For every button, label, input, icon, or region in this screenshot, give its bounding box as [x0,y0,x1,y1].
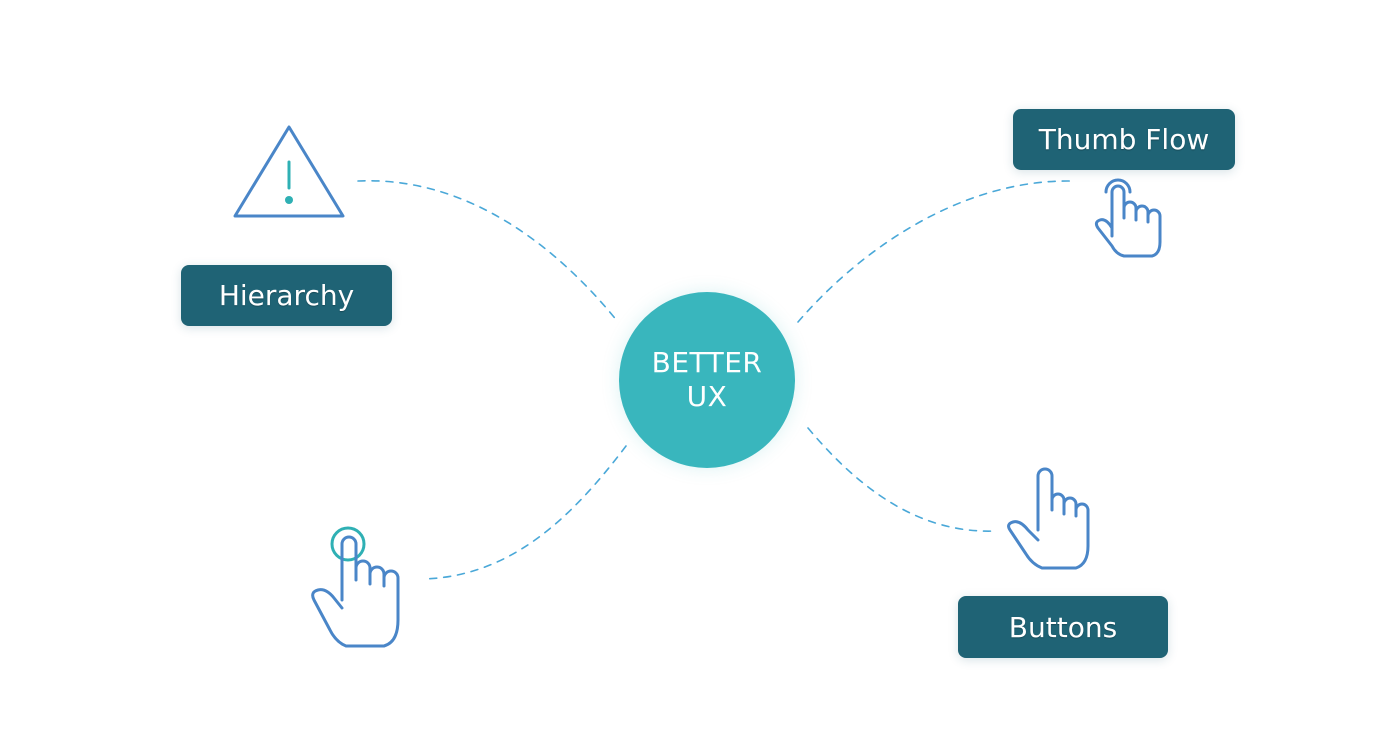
buttons-label: Buttons [958,596,1168,658]
connector-thumb-flow [797,180,1071,323]
warning-triangle-icon [228,120,350,224]
thumb-flow-label: Thumb Flow [1013,109,1235,170]
pointing-hand-icon [1004,466,1098,572]
connector-tap-hand [423,445,627,580]
tap-hand-icon [1092,178,1172,260]
hub-text-line-2: UX [686,380,728,413]
better-ux-hub: BETTER UX [619,292,795,468]
connector-buttons [807,427,997,532]
hierarchy-label: Hierarchy [181,265,392,326]
hub-text-line-1: BETTER [651,346,763,379]
connector-hierarchy [357,180,619,323]
tap-ripple-hand-icon [308,524,408,650]
